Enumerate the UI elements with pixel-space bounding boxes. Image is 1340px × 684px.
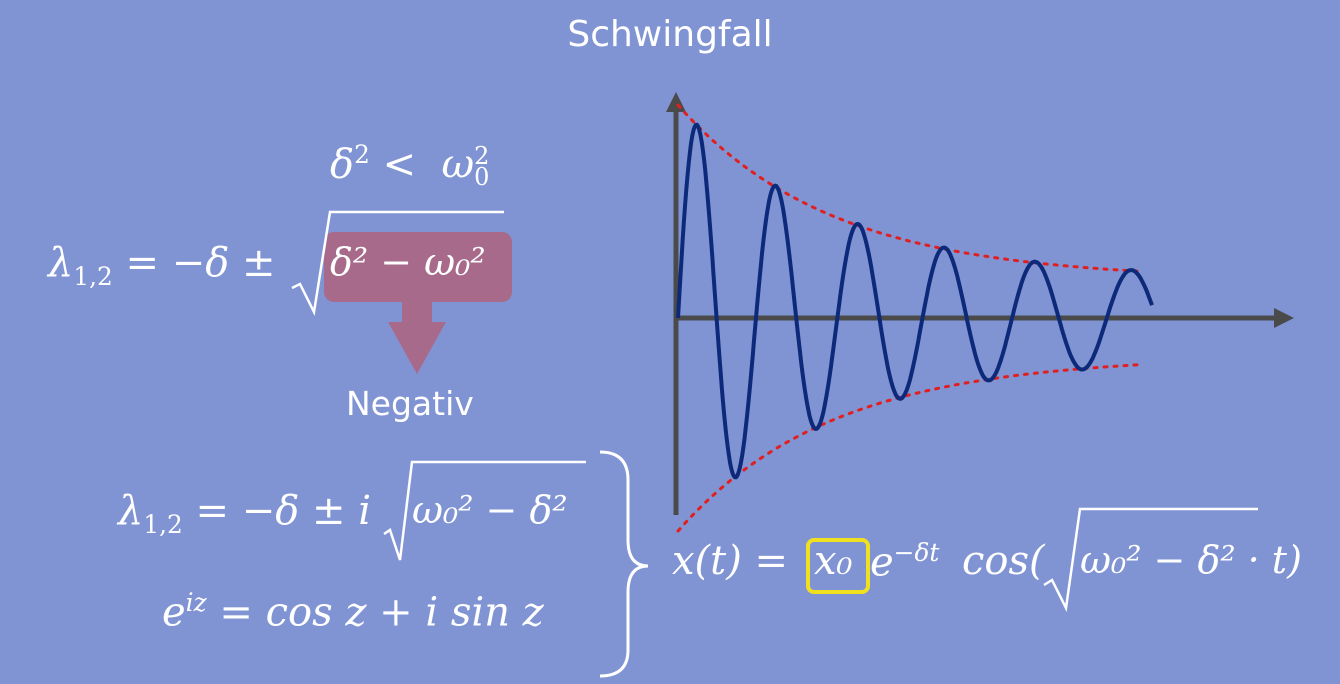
sqrt-sign-eq1 [291,210,504,317]
lambda-formula-1: λ1,2 = −δ ± [48,240,276,291]
brace-icon [599,450,649,678]
damped-oscillation [676,122,1154,480]
envelope-lower [676,363,1142,533]
sqrt-sign-eq2 [383,460,586,561]
solution-radicand: ω₀² − δ² · t) [1080,538,1302,582]
graph-axes [666,92,1294,515]
solution-lhs: x(t) = [672,538,789,584]
sqrt-sign-solution [1043,507,1258,613]
arrow-down-icon [388,302,446,374]
euler-formula: eiz = cos z + i sin z [162,588,544,636]
solution-exponential: e−δt [870,538,940,586]
solution-cos: cos( [962,538,1045,584]
page-title: Schwingfall [567,14,773,55]
x0-box [806,538,870,594]
solution-x0: x₀ [814,538,853,584]
radicand-highlight [324,232,512,302]
lambda-radicand-2: ω₀² − δ² [412,488,568,532]
envelope-upper [676,103,1142,273]
negativ-label: Negativ [346,384,474,423]
lambda-formula-2: λ1,2 = −δ ± i [118,488,372,539]
lambda-radicand-1: δ² − ω₀² [330,240,486,284]
